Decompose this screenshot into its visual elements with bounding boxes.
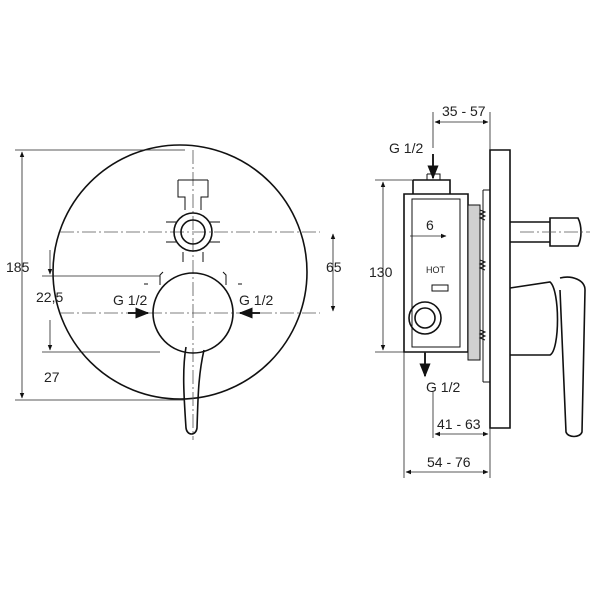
mounting-plate-teeth [478, 209, 487, 341]
dim-22-5-label: 22,5 [36, 289, 63, 305]
dim-185-label: 185 [6, 259, 30, 275]
dim-65-label: 65 [326, 259, 342, 275]
dim-130-label: 130 [369, 264, 393, 280]
diverter-ring [173, 212, 213, 252]
body-outline-top [177, 179, 209, 210]
outlet-port-inner [414, 307, 436, 329]
dim-41-63-label: 41 - 63 [437, 416, 481, 432]
left-connection-label: G 1/2 [113, 292, 147, 308]
valve-body-inner [411, 198, 461, 348]
valve-body-top-cap [412, 179, 451, 194]
mounting-plate [467, 204, 481, 361]
bottom-connection-label: G 1/2 [426, 379, 460, 395]
diverter-hole [180, 219, 206, 245]
side-cover-plate [489, 149, 511, 429]
front-view: G 1/2 G 1/2 185 22,5 27 65 [6, 144, 342, 440]
right-connection-label: G 1/2 [239, 292, 273, 308]
dim-35-57-label: 35 - 57 [442, 103, 486, 119]
outlet-port-outer [408, 301, 442, 335]
side-view: HOT G 1/2 G 1/2 35 - 57 130 6 41 - 63 [369, 103, 590, 478]
dim-6-label: 6 [426, 217, 434, 233]
cover-plate [52, 144, 308, 400]
cartridge-knob [152, 272, 234, 354]
hot-label: HOT [426, 265, 446, 275]
lever-handle [182, 346, 205, 435]
side-cover-detail [482, 189, 490, 383]
hot-marker [431, 284, 449, 292]
side-lever [509, 276, 586, 438]
top-connection-label: G 1/2 [389, 140, 423, 156]
dim-54-76-label: 54 - 76 [427, 454, 471, 470]
body-outline-sides [159, 221, 227, 285]
dim-27-label: 27 [44, 369, 60, 385]
